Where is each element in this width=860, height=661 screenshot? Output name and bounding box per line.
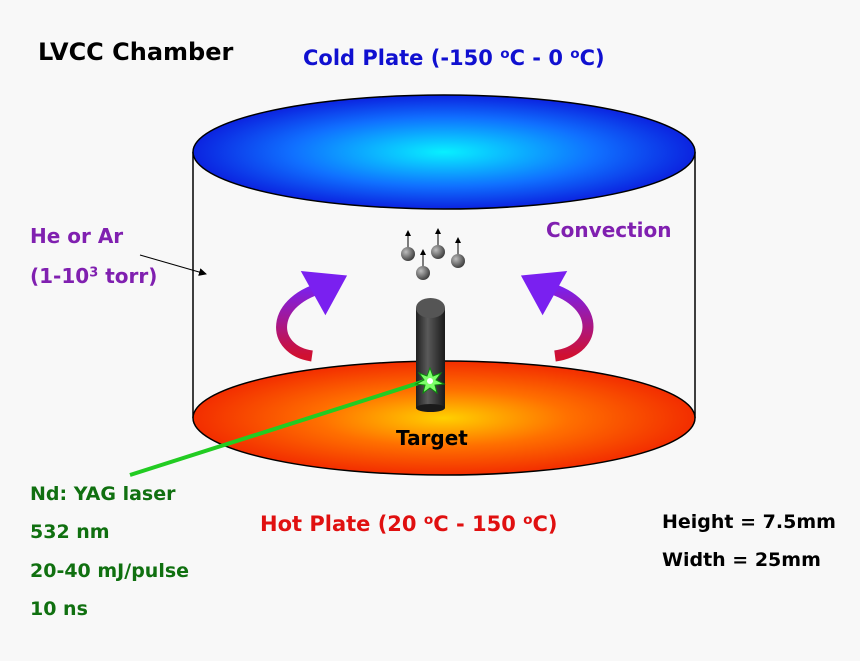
- target-rod: [416, 298, 445, 412]
- molecule: [416, 266, 430, 280]
- laser-type-label: Nd: YAG laser: [30, 483, 176, 505]
- gas-molecules: [401, 228, 465, 280]
- convection-arrow-right: [520, 271, 594, 362]
- laser-energy-label: 20-40 mJ/pulse: [30, 560, 190, 582]
- width-label: Width = 25mm: [662, 549, 821, 571]
- diagram-title: LVCC Chamber: [38, 38, 234, 66]
- laser-wavelength-label: 532 nm: [30, 521, 110, 543]
- laser-beam: [129, 378, 429, 477]
- convection-label: Convection: [546, 218, 672, 242]
- target-label: Target: [396, 426, 468, 450]
- molecule: [431, 245, 445, 259]
- gas-type-label: He or Ar: [30, 224, 124, 248]
- cold-plate-label: Cold Plate (-150 oC - 0 oC): [303, 46, 605, 70]
- molecule: [401, 247, 415, 261]
- convection-arrow-left: [276, 271, 348, 362]
- cold-plate: [192, 94, 696, 210]
- molecule: [451, 254, 465, 268]
- laser-pulse-label: 10 ns: [30, 598, 88, 620]
- height-label: Height = 7.5mm: [662, 511, 836, 533]
- gas-pressure-label: (1-103 torr): [30, 264, 158, 288]
- gas-pointer-arrow: [139, 254, 207, 276]
- laser-spot: [414, 366, 446, 395]
- hot-plate-label: Hot Plate (20 oC - 150 oC): [260, 512, 558, 536]
